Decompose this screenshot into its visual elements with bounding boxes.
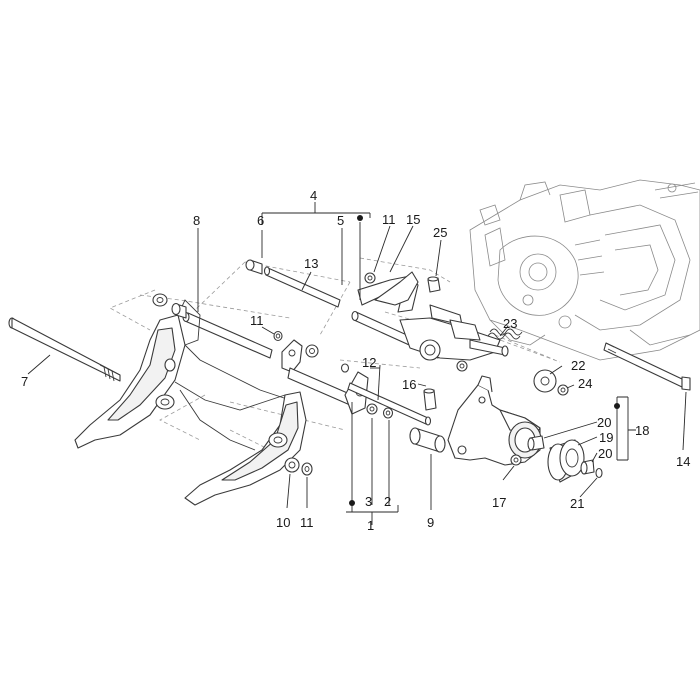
callout-16: 16: [402, 377, 416, 392]
callout-25: 25: [433, 225, 447, 240]
callout-10: 10: [276, 515, 290, 530]
callout-13: 13: [304, 256, 318, 271]
callout-12: 12: [362, 355, 376, 370]
bushing-part-6: [245, 259, 263, 275]
washer-part-3: [366, 403, 378, 415]
callout-7: 7: [21, 374, 28, 389]
callout-9: 9: [427, 515, 434, 530]
bushing-part-20-left: [527, 435, 545, 451]
callout-20-top: 20: [597, 415, 611, 430]
callout-18: 18: [635, 423, 649, 438]
callout-11-left: 11: [250, 313, 264, 328]
long-bolt-part-14: [603, 342, 691, 391]
washer-part-11-left: [273, 330, 283, 342]
dot-marker-group-18: [614, 403, 620, 409]
callout-14: 14: [676, 454, 690, 469]
bushing-left-top: [152, 293, 187, 319]
spring-part-23: [487, 328, 523, 340]
bolt-part-12: [347, 382, 432, 426]
dot-marker-group-1: [349, 500, 355, 506]
callout-11-top: 11: [382, 212, 396, 227]
callout-5: 5: [337, 213, 344, 228]
washer-part-22: [533, 369, 557, 393]
callout-3: 3: [365, 494, 372, 509]
callout-1: 1: [367, 518, 374, 533]
callout-23: 23: [503, 316, 517, 331]
washer-part-2: [382, 407, 394, 419]
callout-22: 22: [571, 358, 585, 373]
callout-21: 21: [570, 496, 584, 511]
left-bracket-lower: [174, 381, 307, 506]
long-bolt-part-7: [8, 317, 121, 382]
washer-part-21: [595, 467, 603, 479]
clamp-arm-assembly: [399, 304, 509, 372]
leader-lines: [27, 202, 687, 525]
washer-part-24: [557, 384, 569, 396]
callout-8: 8: [193, 213, 200, 228]
bushing-part-20-right: [580, 459, 595, 475]
dot-marker-group-4: [357, 215, 363, 221]
callout-4: 4: [310, 188, 317, 203]
callout-19: 19: [599, 430, 613, 445]
callout-6: 6: [257, 213, 264, 228]
mounting-bracket-part-17: [447, 375, 542, 466]
callout-15: 15: [406, 212, 420, 227]
dot-markers: [349, 215, 620, 506]
washer-part-11-bottom: [301, 462, 313, 476]
engine-unit-illustration: [469, 179, 700, 361]
left-bracket-upper: [74, 299, 291, 449]
spacer-part-9: [409, 427, 446, 453]
hook-lever-part-15: [374, 271, 419, 306]
callout-24: 24: [578, 376, 592, 391]
callout-2: 2: [384, 494, 391, 509]
washer-part-11-top: [364, 272, 376, 284]
callout-11-bottom: 11: [300, 515, 314, 530]
callout-labels: 4 6 5 8 11 15 25 13 11 23 12 22 7 16 24 …: [21, 188, 690, 533]
callout-17: 17: [492, 495, 506, 510]
cap-part-25: [427, 276, 441, 293]
bolt-part-16: [423, 388, 437, 411]
bushing-part-10: [284, 457, 300, 473]
silentblock-part-19: [547, 439, 585, 483]
small-cap-near-12: [340, 363, 350, 373]
callout-20-bottom: 20: [598, 446, 612, 461]
